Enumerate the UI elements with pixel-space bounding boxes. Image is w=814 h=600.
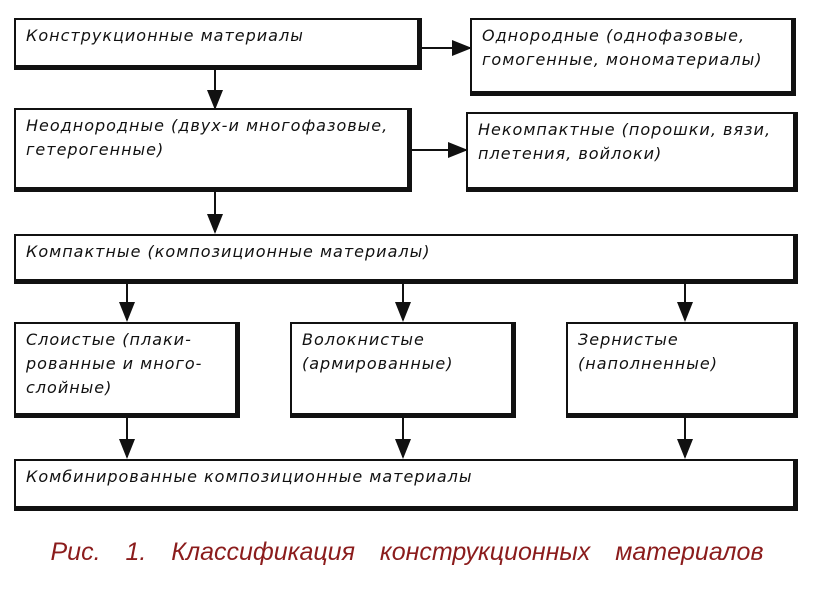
label-heterogeneous-line2: гетерогенные) <box>26 140 165 159</box>
label-noncompact-line1: Некомпактные (порошки, вязи, <box>478 120 772 139</box>
label-fibrous-line2: (армированные) <box>302 354 454 373</box>
box-compact: Компактные (композиционные материалы) <box>14 234 798 284</box>
label-layered-line2: рованные и много- <box>26 354 203 373</box>
label-granular-line1: Зернистые <box>578 330 679 349</box>
label-granular-line2: (наполненные) <box>578 354 718 373</box>
label-noncompact-line2: плетения, войлоки) <box>478 144 663 163</box>
figure-caption: Рис. 1. Классификация конструкционных ма… <box>50 538 764 566</box>
label-homogeneous-line2: гомогенные, мономатериалы) <box>482 50 763 69</box>
label-fibrous-line1: Волокнистые <box>302 330 425 349</box>
label-homogeneous-line1: Однородные (однофазовые, <box>482 26 746 45</box>
box-combined: Комбинированные композиционные материалы <box>14 459 798 511</box>
label-layered-line1: Слоистые (плаки- <box>26 330 192 349</box>
label-structural-materials: Конструкционные материалы <box>26 26 304 45</box>
label-compact: Компактные (композиционные материалы) <box>26 242 431 261</box>
box-heterogeneous: Неоднородные (двух-и многофазовые, гетер… <box>14 108 412 192</box>
box-layered: Слоистые (плаки- рованные и много- слойн… <box>14 322 240 418</box>
box-structural-materials: Конструкционные материалы <box>14 18 422 70</box>
label-combined: Комбинированные композиционные материалы <box>26 467 473 486</box>
label-layered-line3: слойные) <box>26 378 113 397</box>
box-fibrous: Волокнистые (армированные) <box>290 322 516 418</box>
label-heterogeneous-line1: Неоднородные (двух-и многофазовые, <box>26 116 389 135</box>
box-granular: Зернистые (наполненные) <box>566 322 798 418</box>
box-homogeneous: Однородные (однофазовые, гомогенные, мон… <box>470 18 796 96</box>
box-noncompact: Некомпактные (порошки, вязи, плетения, в… <box>466 112 798 192</box>
